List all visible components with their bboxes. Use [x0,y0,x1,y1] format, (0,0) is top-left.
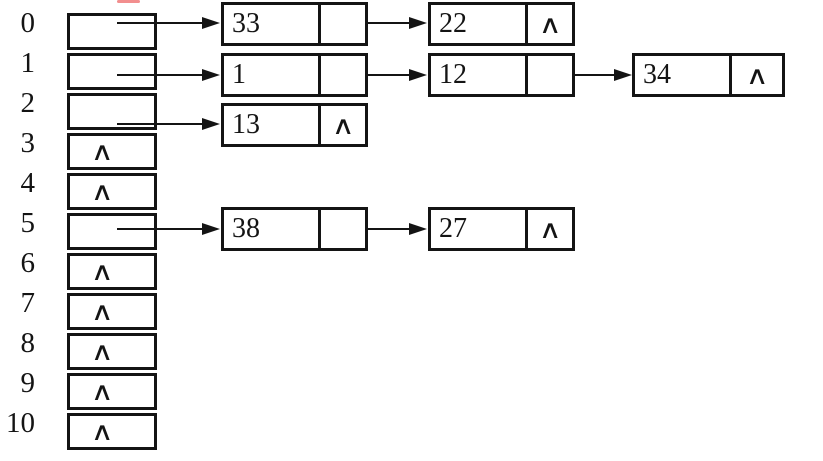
node-pointer-field: ∧ [321,106,365,144]
red-scan-artifact [117,0,140,3]
arrow-node33-to-node22 [330,22,410,24]
node-value: 38 [224,210,321,248]
bucket-index-label-8: 8 [20,327,36,359]
bucket-index-label-9: 9 [20,367,36,399]
bucket-index-label-0: 0 [20,7,36,39]
null-pointer-marker: ∧ [90,177,114,206]
node-value: 33 [224,5,321,43]
bucket-cell-1 [67,53,157,90]
chain-node-34: 34 ∧ [632,53,785,97]
arrow-bucket0-to-node33 [117,22,203,24]
arrowhead-node38-to-node27 [409,223,427,235]
null-pointer-marker: ∧ [331,110,355,140]
arrow-node12-to-node34 [535,74,615,76]
node-pointer-field: ∧ [528,5,572,43]
chain-node-13: 13 ∧ [221,103,368,147]
arrowhead-node12-to-node34 [614,69,632,81]
node-value: 27 [431,210,528,248]
bucket-cell-0 [67,13,157,50]
bucket-index-label-10: 10 [6,407,35,439]
arrow-node1-to-node12 [330,74,410,76]
bucket-index-label-3: 3 [20,127,36,159]
null-pointer-marker: ∧ [90,257,114,286]
null-pointer-marker: ∧ [538,9,562,39]
node-pointer-field [321,210,365,248]
null-pointer-marker: ∧ [745,60,769,90]
bucket-cell-6: ∧ [67,253,157,290]
node-value: 13 [224,106,321,144]
null-pointer-marker: ∧ [90,377,114,406]
node-pointer-field [528,56,572,94]
bucket-index-label-2: 2 [20,87,36,119]
arrowhead-bucket1-to-node1 [202,69,220,81]
bucket-cell-2 [67,93,157,130]
arrow-bucket2-to-node13 [117,123,203,125]
bucket-index-label-7: 7 [20,287,36,319]
arrow-bucket5-to-node38 [117,228,203,230]
bucket-index-label-6: 6 [20,247,36,279]
arrow-node38-to-node27 [330,228,410,230]
node-pointer-field [321,5,365,43]
chain-node-12: 12 [428,53,575,97]
bucket-cell-10: ∧ [67,413,157,450]
chain-node-33: 33 [221,2,368,46]
chain-node-22: 22 ∧ [428,2,575,46]
bucket-index-label-4: 4 [20,167,36,199]
bucket-index-label-1: 1 [20,47,36,79]
node-value: 22 [431,5,528,43]
node-value: 12 [431,56,528,94]
chain-node-27: 27 ∧ [428,207,575,251]
arrowhead-node1-to-node12 [409,69,427,81]
bucket-cell-4: ∧ [67,173,157,210]
node-pointer-field: ∧ [528,210,572,248]
bucket-cell-5 [67,213,157,250]
arrowhead-bucket2-to-node13 [202,118,220,130]
bucket-cell-7: ∧ [67,293,157,330]
node-pointer-field [321,56,365,94]
chain-node-1: 1 [221,53,368,97]
null-pointer-marker: ∧ [90,137,114,166]
node-pointer-field: ∧ [732,56,782,94]
arrow-bucket1-to-node1 [117,74,203,76]
null-pointer-marker: ∧ [90,337,114,366]
bucket-cell-3: ∧ [67,133,157,170]
arrowhead-bucket5-to-node38 [202,223,220,235]
chain-node-38: 38 [221,207,368,251]
null-pointer-marker: ∧ [538,214,562,244]
null-pointer-marker: ∧ [90,417,114,446]
arrowhead-node33-to-node22 [409,17,427,29]
null-pointer-marker: ∧ [90,297,114,326]
bucket-cell-9: ∧ [67,373,157,410]
bucket-cell-8: ∧ [67,333,157,370]
arrowhead-bucket0-to-node33 [202,17,220,29]
node-value: 34 [635,56,732,94]
bucket-index-label-5: 5 [20,207,36,239]
node-value: 1 [224,56,321,94]
